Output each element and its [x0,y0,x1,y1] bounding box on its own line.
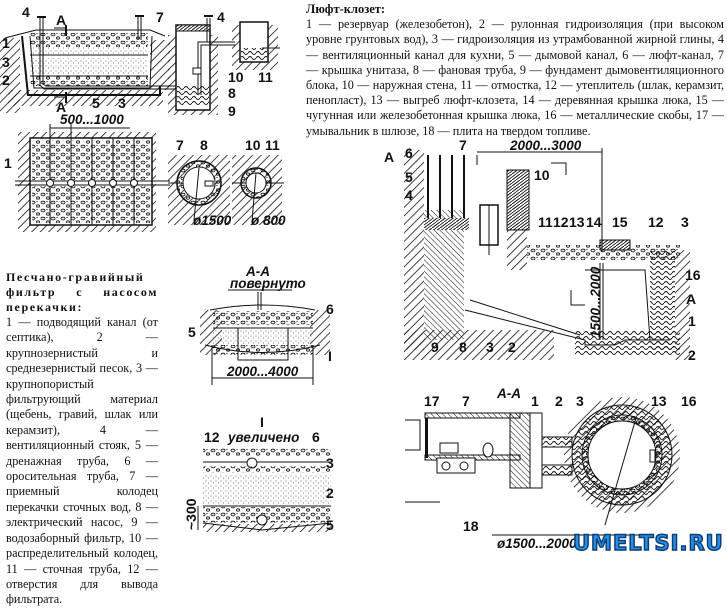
label-8: 8 [459,339,467,355]
section-aa-drawing [200,289,330,385]
closet-plan-labels: А-А 17 7 1 2 3 13 16 18 ø1500...2000 [424,386,697,551]
section-aa-subtitle: повернуто [230,276,306,291]
label-2: 2 [508,339,516,355]
label-2: 2 [555,393,563,409]
dimension-2000-3000: 2000...3000 [509,138,582,153]
legend-filter-title: Песчано-гравийный фильтр с насосом перек… [6,270,158,314]
filter-plan-labels: 500...1000 1 7 8 10 11 ø1500 ø 800 [4,112,286,228]
section-aa-title: А-А [245,264,270,279]
filter-plan-drawing [15,124,284,232]
label-9: 9 [228,103,236,119]
label-10: 10 [534,167,550,183]
label-12: 12 [553,214,569,230]
drawings: 4 А 1 3 2 А 5 3 7 4 10 11 8 9 [0,4,701,551]
label-3: 3 [326,455,334,471]
label-8: 8 [200,137,208,153]
label-a-bottom: А [56,99,66,115]
filter-section-labels: 4 А 1 3 2 А 5 3 7 4 10 11 8 9 [2,4,273,119]
label-5: 5 [405,169,413,185]
legend-sand-filter: Песчано-гравийный фильтр с насосом перек… [6,270,158,608]
label-11: 11 [538,214,553,230]
label-12b: 12 [648,214,664,230]
closet-plan-drawing [405,397,680,536]
legend-lyuft-text: 1 — резервуар (железобетон), 2 — рулонна… [306,17,724,138]
label-6: 6 [326,301,334,317]
detail-i-title: I [260,414,264,430]
label-12: 12 [204,429,220,445]
label-3: 3 [681,214,689,230]
label-11: 11 [265,137,280,153]
label-a-top: А [56,12,66,28]
label-2: 2 [326,485,334,501]
label-a: А [384,149,394,165]
label-16: 16 [681,393,697,409]
label-13: 13 [569,214,585,230]
label-9: 9 [431,339,439,355]
label-13: 13 [651,393,667,409]
label-10: 10 [245,137,261,153]
label-7: 7 [462,393,470,409]
label-15: 15 [612,214,628,230]
label-4: 4 [405,187,413,203]
label-6: 6 [405,145,413,161]
dimension-1500-2000: 1500...2000 [588,266,603,338]
closet-section-drawing [404,148,690,360]
label-6: 6 [312,429,320,445]
detail-i-labels: I увеличено 12 6 3 2 5 ~300 [183,414,334,533]
dimension-2000-4000: 2000...4000 [226,364,299,379]
detail-i-subtitle: увеличено [227,430,299,445]
label-1: 1 [4,155,12,171]
diameter-800: ø 800 [251,213,286,228]
label-1: 1 [688,313,696,329]
legend-filter-text: 1 — подводящий канал (от септика), 2 — к… [6,315,158,607]
label-8: 8 [228,85,236,101]
label-a-right: А [686,291,696,307]
label-3b: 3 [486,339,494,355]
filter-section-drawing [0,15,280,115]
dimension-300: ~300 [183,498,199,530]
label-10: 10 [228,69,244,85]
label-5: 5 [92,95,100,111]
dimension-diameter-1500-2000: ø1500...2000 [497,536,577,551]
label-5: 5 [326,517,334,533]
label-4b: 4 [217,9,225,25]
label-14: 14 [586,214,602,230]
label-3b: 3 [118,95,126,111]
label-18: 18 [463,518,479,534]
label-16: 16 [685,267,701,283]
label-1: 1 [2,35,10,51]
legend-lyuft-closet: Люфт-клозет: 1 — резервуар (железобетон)… [306,2,724,139]
closet-section-labels: А 6 5 4 7 2000...3000 10 11 12 13 14 15 … [384,137,701,363]
closet-plan-title: А-А [496,386,521,401]
label-2: 2 [2,72,10,88]
label-detail-i: I [328,348,332,364]
label-7: 7 [459,137,467,153]
label-1: 1 [531,393,539,409]
legend-lyuft-title: Люфт-клозет: [306,2,386,16]
label-3: 3 [576,393,584,409]
watermark-logo: UMELTSI.RU [572,530,724,556]
label-3: 3 [2,54,10,70]
detail-i-drawing [197,448,332,532]
dimension-500-1000: 500...1000 [60,112,124,127]
label-4: 4 [22,4,30,20]
section-aa-labels: А-А повернуто 6 5 I 2000...4000 [188,264,334,379]
label-11: 11 [258,69,273,85]
label-7: 7 [156,9,164,25]
label-2b: 2 [688,347,696,363]
label-5: 5 [188,324,196,340]
label-7: 7 [176,137,184,153]
diameter-1500: ø1500 [193,213,232,228]
label-17: 17 [424,393,440,409]
